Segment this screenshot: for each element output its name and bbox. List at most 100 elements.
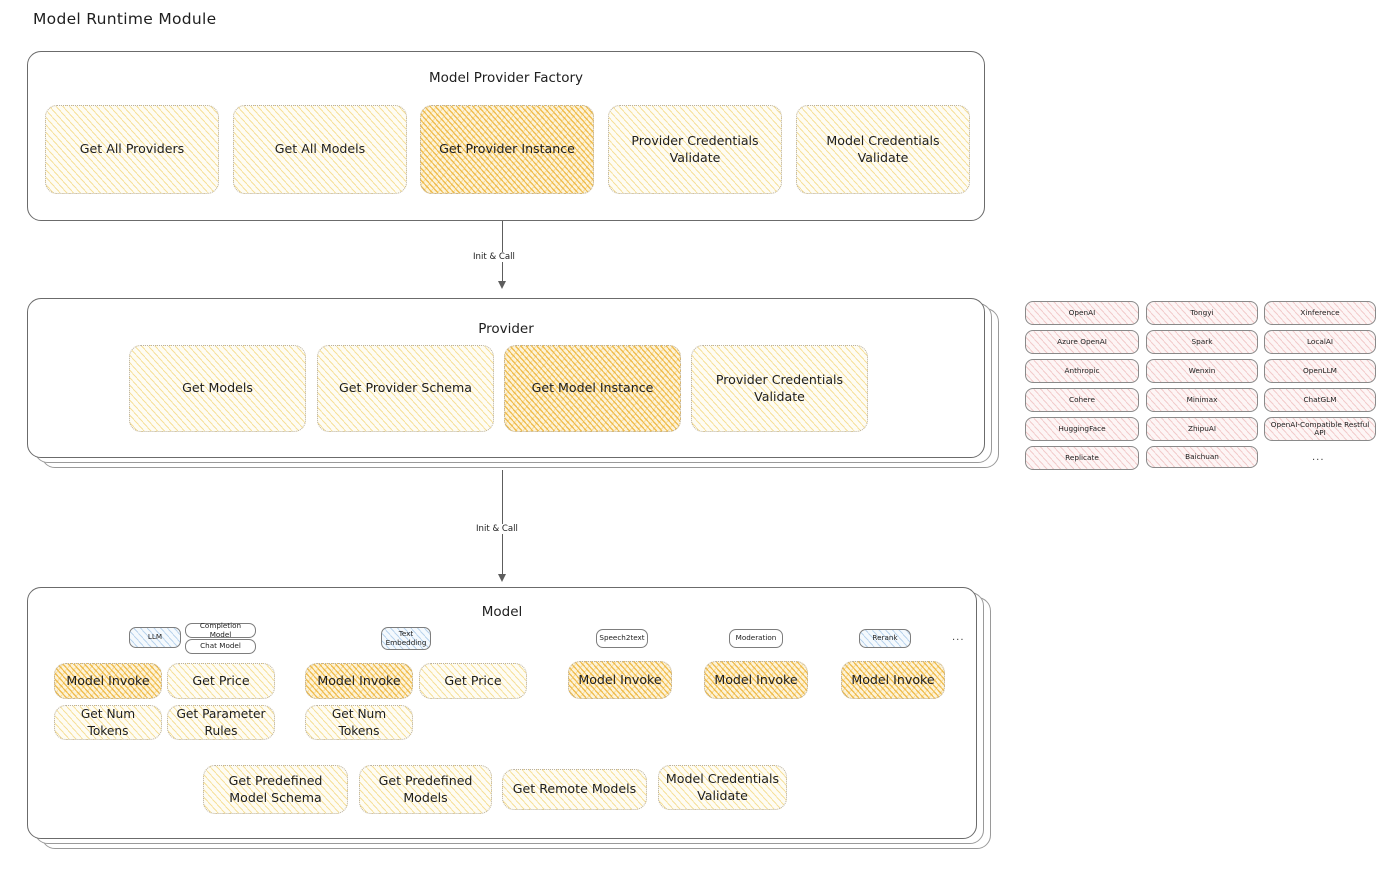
model-subtag-label: Chat Model: [200, 641, 241, 651]
provider-pill-chatglm[interactable]: ChatGLM: [1264, 388, 1376, 412]
rerank-method-model-invoke[interactable]: Model Invoke: [841, 661, 945, 699]
provider-pill-label: Azure OpenAI: [1057, 336, 1107, 346]
method-label: Get Predefined Model Schema: [228, 772, 323, 805]
model-type-tag-label: Text Embedding: [385, 629, 427, 647]
provider-pill-label: ZhipuAI: [1187, 423, 1217, 433]
factory-box-model-credentials-validate[interactable]: Model Credentials Validate: [796, 105, 970, 194]
model-common-get-remote-models[interactable]: Get Remote Models: [502, 769, 647, 810]
model-type-tag-rerank[interactable]: Rerank: [859, 629, 911, 648]
provider-pill-openai-compatible-restful-api[interactable]: OpenAI-Compatible Restful API: [1264, 417, 1376, 441]
llm-method-get-num-tokens[interactable]: Get Num Tokens: [54, 705, 162, 740]
method-label: Get Parameter Rules: [176, 707, 266, 738]
provider-pill-label: Tongyi: [1190, 307, 1214, 317]
method-label: Model Credentials Validate: [665, 770, 780, 803]
text-embedding-method-get-price[interactable]: Get Price: [419, 663, 527, 699]
provider-box-label: Get Models: [182, 380, 253, 396]
provider-pill-label: OpenLLM: [1303, 365, 1337, 375]
method-label: Model Invoke: [66, 672, 150, 688]
factory-box-get-all-models[interactable]: Get All Models: [233, 105, 407, 194]
provider-pill-label: Cohere: [1068, 394, 1095, 404]
arrow-factory-to-provider-label: Init & Call: [470, 252, 518, 262]
provider-pill-label: Baichuan: [1185, 451, 1219, 461]
method-label: Model Invoke: [714, 671, 798, 687]
provider-pill-spark[interactable]: Spark: [1146, 330, 1258, 354]
method-label: Get Predefined Models: [378, 772, 473, 805]
provider-pill-openllm[interactable]: OpenLLM: [1264, 359, 1376, 383]
arrow-factory-to-provider-head: [498, 281, 506, 289]
provider-box-get-provider-schema[interactable]: Get Provider Schema: [317, 345, 494, 432]
factory-box-get-provider-instance[interactable]: Get Provider Instance: [420, 105, 594, 194]
provider-pill-replicate[interactable]: Replicate: [1025, 446, 1139, 470]
method-label: Get Remote Models: [512, 781, 637, 797]
provider-pill-zhipuai[interactable]: ZhipuAI: [1146, 417, 1258, 441]
factory-box-provider-credentials-validate[interactable]: Provider Credentials Validate: [608, 105, 782, 194]
model-common-get-predefined-model-schema[interactable]: Get Predefined Model Schema: [203, 765, 348, 814]
model-common-get-predefined-models[interactable]: Get Predefined Models: [359, 765, 492, 814]
provider-box-get-model-instance[interactable]: Get Model Instance: [504, 345, 681, 432]
model-type-tag-label: Speech2text: [599, 633, 645, 643]
provider-list-ellipsis: ...: [1312, 452, 1325, 463]
provider-pill-label: HuggingFace: [1058, 423, 1106, 433]
provider-pill-label: Anthropic: [1064, 365, 1100, 375]
provider-pill-localai[interactable]: LocalAI: [1264, 330, 1376, 354]
model-provider-factory-title: Model Provider Factory: [428, 70, 583, 86]
method-label: Get Num Tokens: [80, 707, 136, 738]
provider-pill-wenxin[interactable]: Wenxin: [1146, 359, 1258, 383]
model-subtag-label: Completion Model: [199, 621, 242, 639]
model-type-tag-label: Rerank: [872, 633, 898, 643]
factory-box-label: Model Credentials Validate: [826, 132, 940, 165]
model-common-model-credentials-validate[interactable]: Model Credentials Validate: [658, 765, 787, 810]
llm-method-model-invoke[interactable]: Model Invoke: [54, 663, 162, 699]
provider-box-label: Provider Credentials Validate: [715, 371, 844, 404]
provider-pill-openai[interactable]: OpenAI: [1025, 301, 1139, 325]
factory-box-get-all-providers[interactable]: Get All Providers: [45, 105, 219, 194]
provider-pill-huggingface[interactable]: HuggingFace: [1025, 417, 1139, 441]
provider-pill-label: Xinference: [1300, 307, 1340, 317]
provider-pill-baichuan[interactable]: Baichuan: [1146, 446, 1258, 468]
model-type-tag-text-embedding[interactable]: Text Embedding: [381, 627, 431, 650]
factory-box-label: Get Provider Instance: [439, 141, 575, 157]
factory-box-label: Provider Credentials Validate: [631, 132, 759, 165]
model-type-tag-label: LLM: [147, 632, 163, 642]
provider-pill-xinference[interactable]: Xinference: [1264, 301, 1376, 325]
provider-pill-label: Minimax: [1186, 394, 1218, 404]
provider-title: Provider: [478, 321, 534, 337]
provider-box-label: Get Model Instance: [531, 380, 654, 396]
page-title: Model Runtime Module: [33, 10, 217, 28]
llm-method-get-parameter-rules[interactable]: Get Parameter Rules: [167, 705, 275, 740]
method-label: Model Invoke: [578, 671, 662, 687]
provider-pill-tongyi[interactable]: Tongyi: [1146, 301, 1258, 325]
model-subtag-chat-model[interactable]: Chat Model: [185, 639, 256, 654]
provider-pill-azure-openai[interactable]: Azure OpenAI: [1025, 330, 1139, 354]
model-subtag-completion-model[interactable]: Completion Model: [185, 621, 256, 639]
provider-box-label: Get Provider Schema: [339, 380, 472, 396]
method-label: Get Price: [444, 672, 502, 688]
moderation-method-model-invoke[interactable]: Model Invoke: [704, 661, 808, 699]
model-type-tag-speech2text[interactable]: Speech2text: [596, 629, 648, 648]
model-type-tag-label: Moderation: [735, 633, 777, 643]
factory-box-label: Get All Models: [274, 141, 366, 157]
provider-pill-label: Replicate: [1065, 452, 1099, 462]
speech2text-method-model-invoke[interactable]: Model Invoke: [568, 661, 672, 699]
provider-box-get-models[interactable]: Get Models: [129, 345, 306, 432]
provider-pill-cohere[interactable]: Cohere: [1025, 388, 1139, 412]
model-title: Model: [481, 604, 523, 620]
provider-pill-anthropic[interactable]: Anthropic: [1025, 359, 1139, 383]
provider-pill-minimax[interactable]: Minimax: [1146, 388, 1258, 412]
model-type-tag-moderation[interactable]: Moderation: [729, 629, 783, 648]
factory-box-label: Get All Providers: [79, 141, 185, 157]
text-embedding-method-get-num-tokens[interactable]: Get Num Tokens: [305, 705, 413, 740]
model-type-tag-llm[interactable]: LLM: [129, 627, 181, 648]
llm-method-get-price[interactable]: Get Price: [167, 663, 275, 699]
provider-box-provider-credentials-validate[interactable]: Provider Credentials Validate: [691, 345, 868, 432]
provider-pill-label: OpenAI-Compatible Restful API: [1270, 419, 1370, 437]
arrow-provider-to-model-label: Init & Call: [473, 524, 521, 534]
text-embedding-method-model-invoke[interactable]: Model Invoke: [305, 663, 413, 699]
model-types-ellipsis: ...: [952, 632, 965, 643]
method-label: Get Num Tokens: [331, 707, 387, 738]
provider-pill-label: ChatGLM: [1303, 394, 1337, 404]
provider-pill-label: Spark: [1191, 336, 1213, 346]
arrow-provider-to-model-head: [498, 574, 506, 582]
method-label: Get Price: [192, 672, 250, 688]
method-label: Model Invoke: [851, 671, 935, 687]
